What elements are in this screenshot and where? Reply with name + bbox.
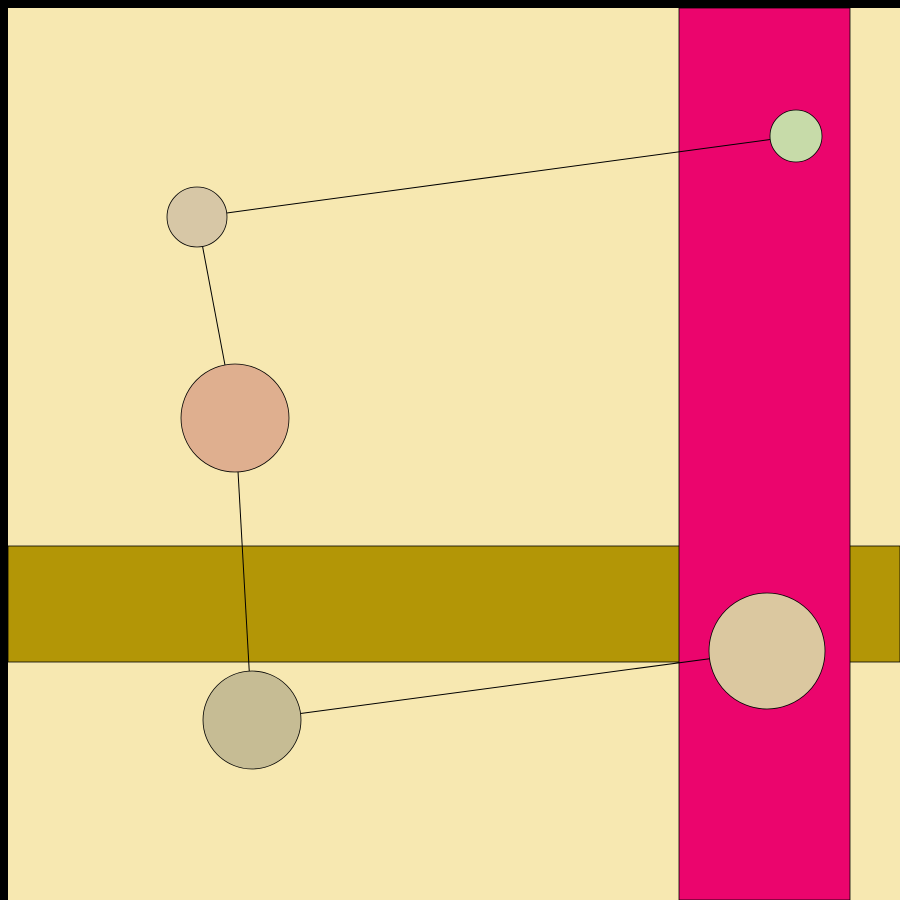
- edges-layer: [202, 138, 771, 714]
- edge-node-1-node-2: [226, 138, 771, 214]
- edge-node-3-node-4: [237, 471, 250, 672]
- node-2-circle: [166, 186, 228, 248]
- node-4-circle: [202, 670, 302, 770]
- nodes-layer: [166, 109, 826, 770]
- node-1-circle: [769, 109, 823, 163]
- node-3-circle: [180, 363, 290, 473]
- edge-node-2-node-3: [202, 246, 226, 366]
- vertical-band: [678, 7, 851, 900]
- node-5-circle: [708, 592, 826, 710]
- edge-node-4-node-5: [300, 658, 710, 714]
